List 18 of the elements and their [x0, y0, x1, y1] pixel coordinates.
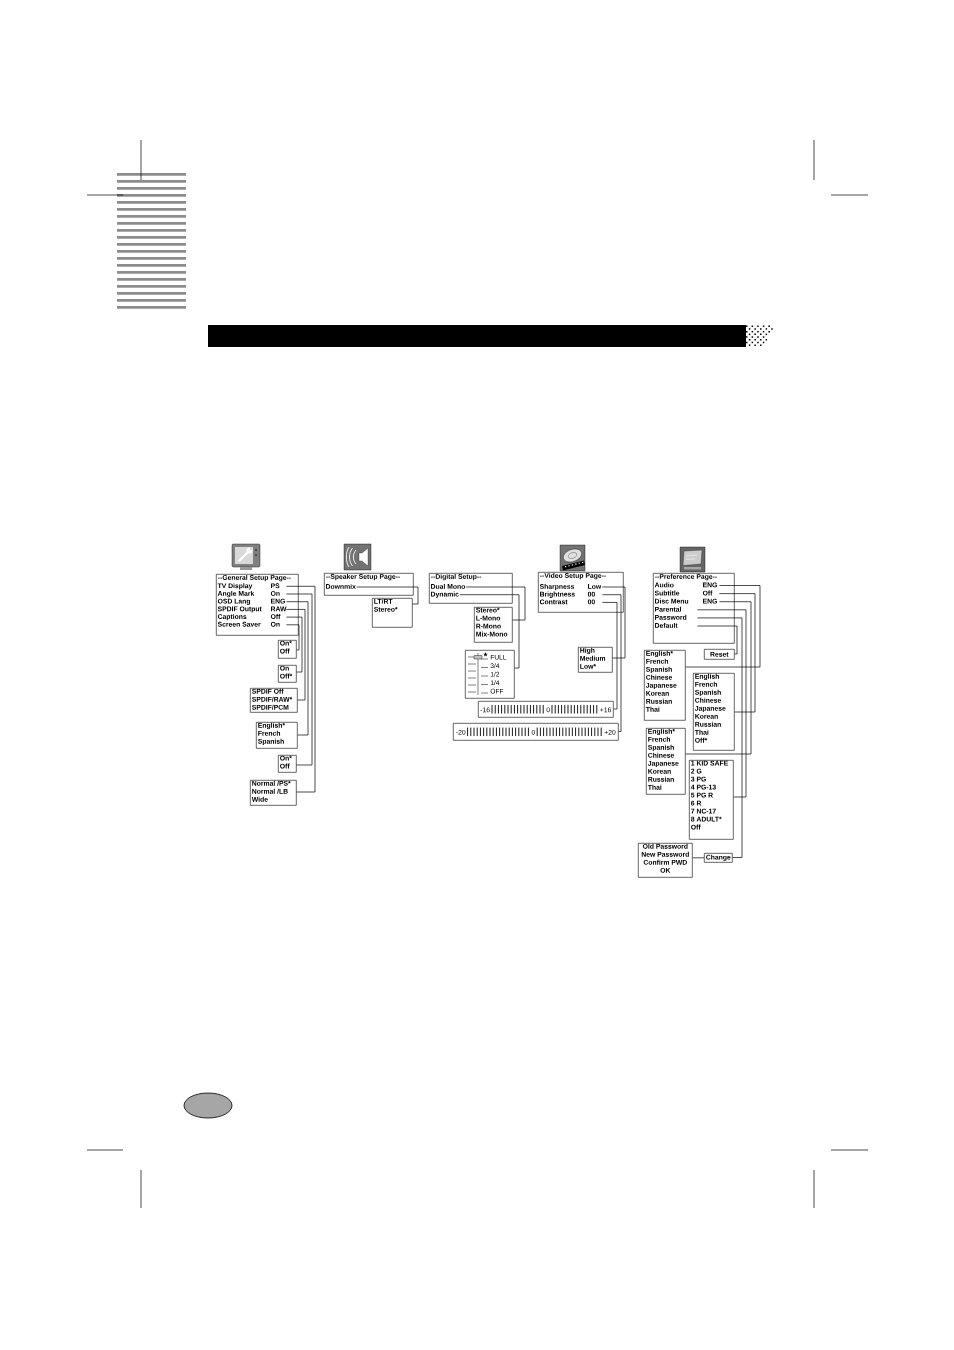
connector-line — [697, 617, 743, 858]
connector-line — [286, 593, 313, 766]
connector-line — [286, 585, 316, 793]
connector-line — [356, 586, 419, 605]
connector-line — [685, 585, 761, 668]
connector-line — [286, 624, 300, 651]
connector-line — [602, 594, 622, 732]
connector-line — [602, 586, 626, 659]
connector-line — [719, 593, 756, 713]
connector-line — [459, 594, 520, 669]
connector-line — [692, 857, 705, 859]
connector-line — [286, 616, 303, 673]
connector-line — [697, 625, 738, 655]
connector-line — [602, 602, 618, 710]
connector-line — [286, 609, 306, 701]
connector-line — [697, 609, 747, 798]
connector-line — [685, 601, 752, 755]
connector-line — [465, 586, 526, 621]
